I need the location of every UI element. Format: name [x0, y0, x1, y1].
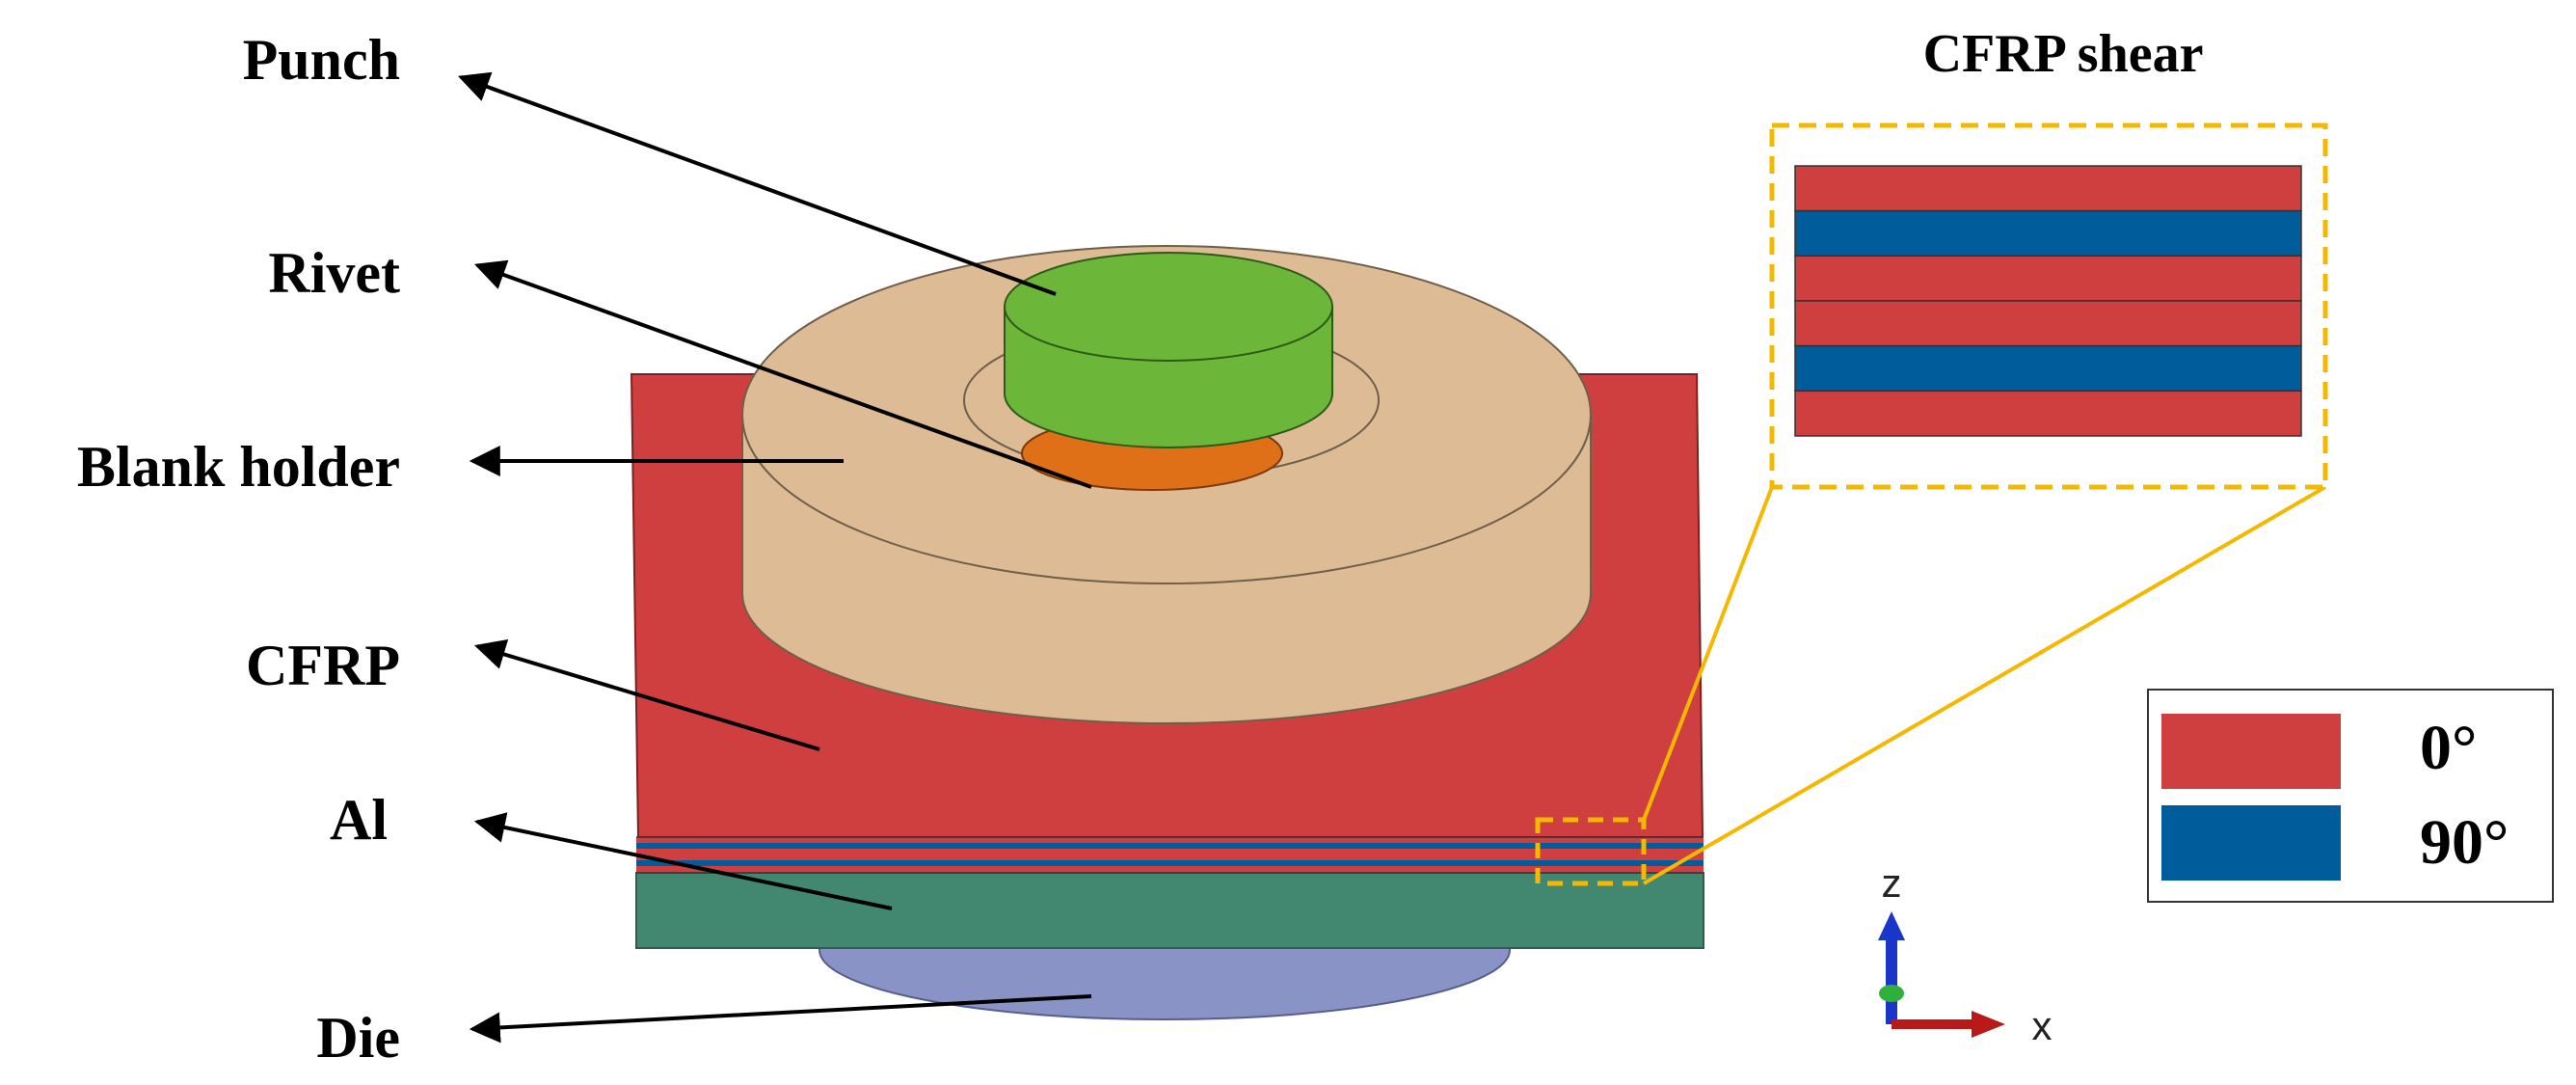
arrow-cfrp: [473, 638, 820, 751]
legend-swatch-0deg: [2161, 714, 2341, 789]
cfrp-edge-ply: [636, 866, 1704, 873]
part-labels: Punch Rivet Blank holder CFRP Al Die: [77, 28, 1092, 1070]
inset-ply-4: [1794, 344, 2302, 393]
label-al: Al: [330, 788, 388, 852]
arrow-punch: [457, 71, 1057, 296]
punch-part: [1004, 252, 1333, 448]
arrow-rivet: [473, 259, 1092, 489]
axis-label-z: z: [1882, 860, 1902, 906]
zoom-line-left: [1642, 486, 1774, 821]
cfrp-edge-ply: [636, 849, 1704, 854]
label-cfrp: CFRP: [246, 634, 400, 697]
zoom-line-right: [1642, 485, 2327, 885]
z-axis-arrowhead: [1878, 911, 1905, 940]
label-rivet: Rivet: [268, 241, 400, 305]
inset-title: CFRP shear: [1923, 24, 2204, 84]
cfrp-edge-ply: [636, 854, 1704, 860]
cfrp-edge-plies: [636, 836, 1704, 874]
arrow-die: [469, 994, 1092, 1044]
cfrp-shear-inset: CFRP shear: [1642, 24, 2328, 885]
label-die: Die: [316, 1006, 400, 1070]
axis-label-x: x: [2032, 1003, 2053, 1048]
label-punch: Punch: [243, 28, 400, 92]
x-axis-arrowhead: [1972, 1011, 2005, 1038]
cfrp-edge-ply: [636, 860, 1704, 866]
cfrp-detail-highlight: [1535, 817, 1647, 886]
inset-ply-2: [1794, 255, 2302, 302]
arrow-al: [473, 812, 893, 910]
y-axis-indicator: [1879, 985, 1904, 1002]
inset-ply-stack: [1794, 165, 2302, 437]
axis-triad: z x: [1878, 860, 2053, 1048]
legend: 0° 90°: [2147, 689, 2554, 903]
cfrp-edge-ply: [636, 837, 1704, 843]
inset-ply-3: [1794, 300, 2302, 347]
inset-ply-5: [1794, 390, 2302, 437]
inset-ply-1: [1794, 209, 2302, 258]
inset-ply-0: [1794, 165, 2302, 212]
legend-swatch-90deg: [2161, 805, 2341, 881]
cfrp-edge-ply: [636, 843, 1704, 849]
legend-label-0deg: 0°: [2420, 713, 2477, 783]
punch-top: [1004, 252, 1333, 362]
al-sheet: [635, 872, 1704, 949]
label-blank-holder: Blank holder: [77, 435, 400, 499]
model-assembly: [630, 245, 1704, 1020]
legend-label-90deg: 90°: [2420, 807, 2509, 878]
